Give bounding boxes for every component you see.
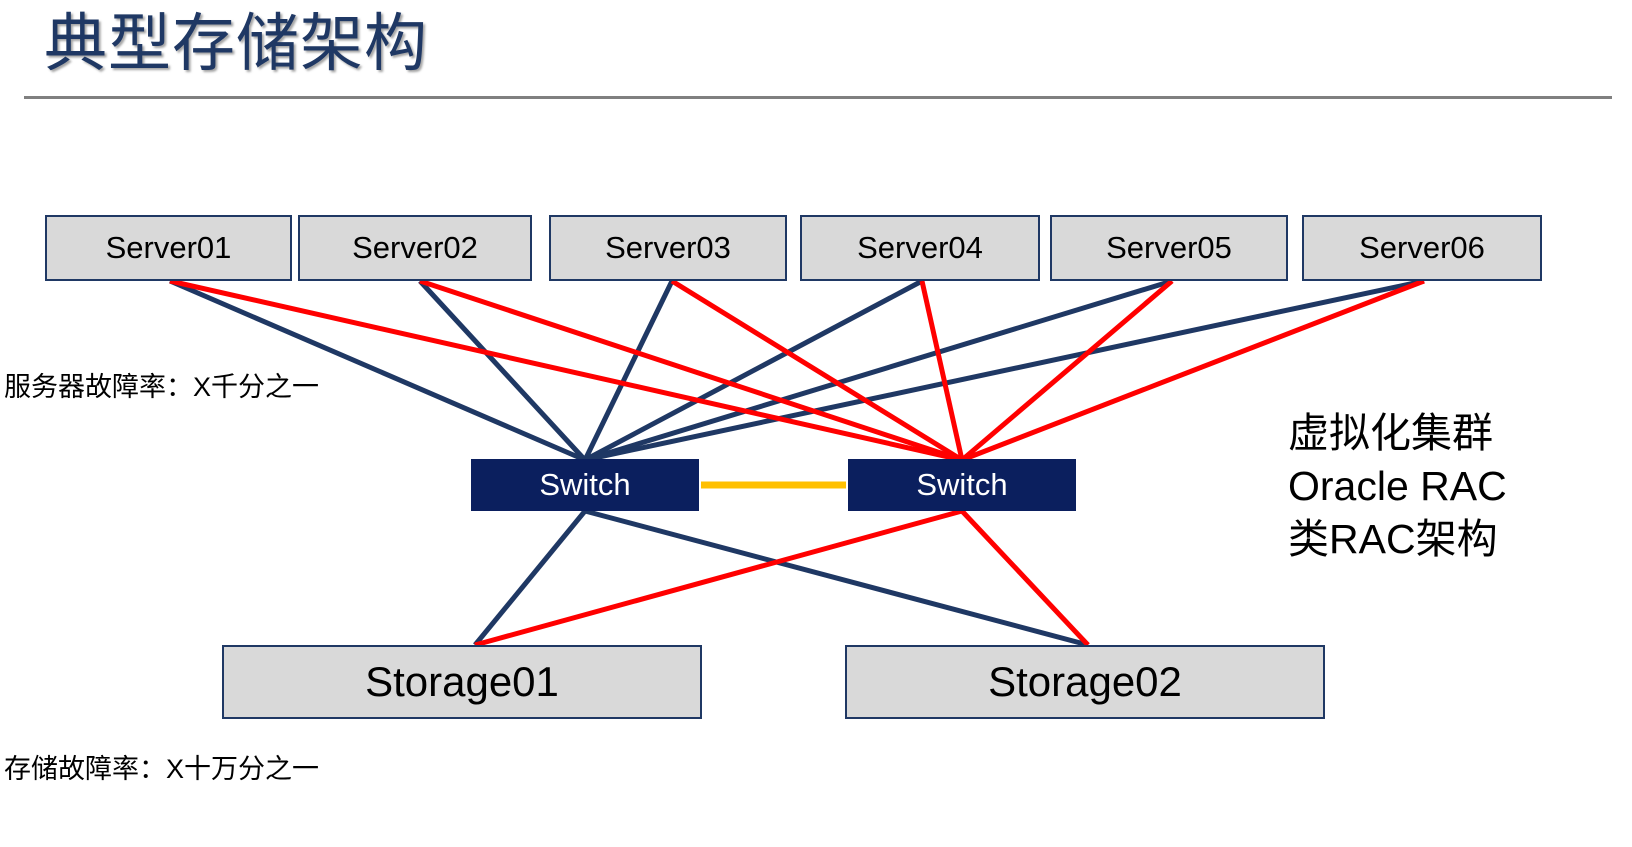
link-switch-storage-4 (960, 509, 1090, 647)
storage-failure-rate-note: 存储故障率：X十万分之一 (4, 754, 320, 784)
server-failure-rate-note: 服务器故障率：X千分之一 (4, 372, 320, 402)
link-server-right-switch-1 (169, 278, 963, 463)
server-node-2[interactable]: Server02 (298, 215, 532, 281)
switch-node-2[interactable]: Switch (848, 459, 1076, 511)
title-divider (24, 96, 1612, 99)
storage-node-label: Storage01 (365, 658, 559, 705)
link-server-right-switch-2 (419, 278, 963, 463)
server-node-label: Server05 (1106, 230, 1232, 265)
switch-node-label: Switch (539, 467, 631, 502)
server-node-5[interactable]: Server05 (1050, 215, 1288, 281)
server-node-label: Server06 (1359, 230, 1485, 265)
storage-node-1[interactable]: Storage01 (222, 645, 702, 719)
links-servers-to-right-switch (169, 278, 1425, 463)
cluster-notes-block: 虚拟化集群 Oracle RAC 类RAC架构 (1288, 407, 1507, 566)
link-switch-storage-3 (474, 508, 963, 648)
link-server-left-switch-4 (583, 278, 924, 463)
server-node-4[interactable]: Server04 (800, 215, 1040, 281)
storage-node-label: Storage02 (988, 658, 1182, 705)
link-server-left-switch-2 (418, 279, 587, 462)
switch-node-label: Switch (916, 467, 1008, 502)
server-node-label: Server01 (105, 230, 232, 265)
server-node-label: Server03 (605, 230, 731, 265)
server-node-6[interactable]: Server06 (1302, 215, 1542, 281)
link-server-left-switch-5 (584, 278, 1173, 463)
cluster-note-line-3: 类RAC架构 (1288, 516, 1498, 562)
cluster-note-line-2: Oracle RAC (1288, 463, 1507, 509)
links-servers-to-left-switch (169, 278, 1425, 463)
link-server-right-switch-6 (961, 278, 1425, 463)
link-switch-storage-1 (473, 509, 587, 647)
link-switch-storage-2 (584, 508, 1089, 648)
link-server-left-switch-3 (582, 279, 675, 462)
server-node-1[interactable]: Server01 (45, 215, 292, 281)
link-server-left-switch-1 (169, 278, 586, 463)
storage-node-2[interactable]: Storage02 (845, 645, 1325, 719)
server-node-3[interactable]: Server03 (549, 215, 787, 281)
switch-node-1[interactable]: Switch (471, 459, 699, 511)
links-switches-to-storages (473, 508, 1090, 648)
page-title: 典型存储架构 (44, 9, 428, 79)
link-server-right-switch-3 (670, 278, 964, 463)
server-node-label: Server02 (352, 230, 478, 265)
link-server-left-switch-6 (584, 278, 1425, 463)
cluster-note-line-1: 虚拟化集群 (1288, 410, 1493, 456)
link-server-right-switch-4 (919, 280, 965, 461)
link-server-right-switch-5 (960, 279, 1174, 462)
server-node-label: Server04 (857, 230, 983, 265)
